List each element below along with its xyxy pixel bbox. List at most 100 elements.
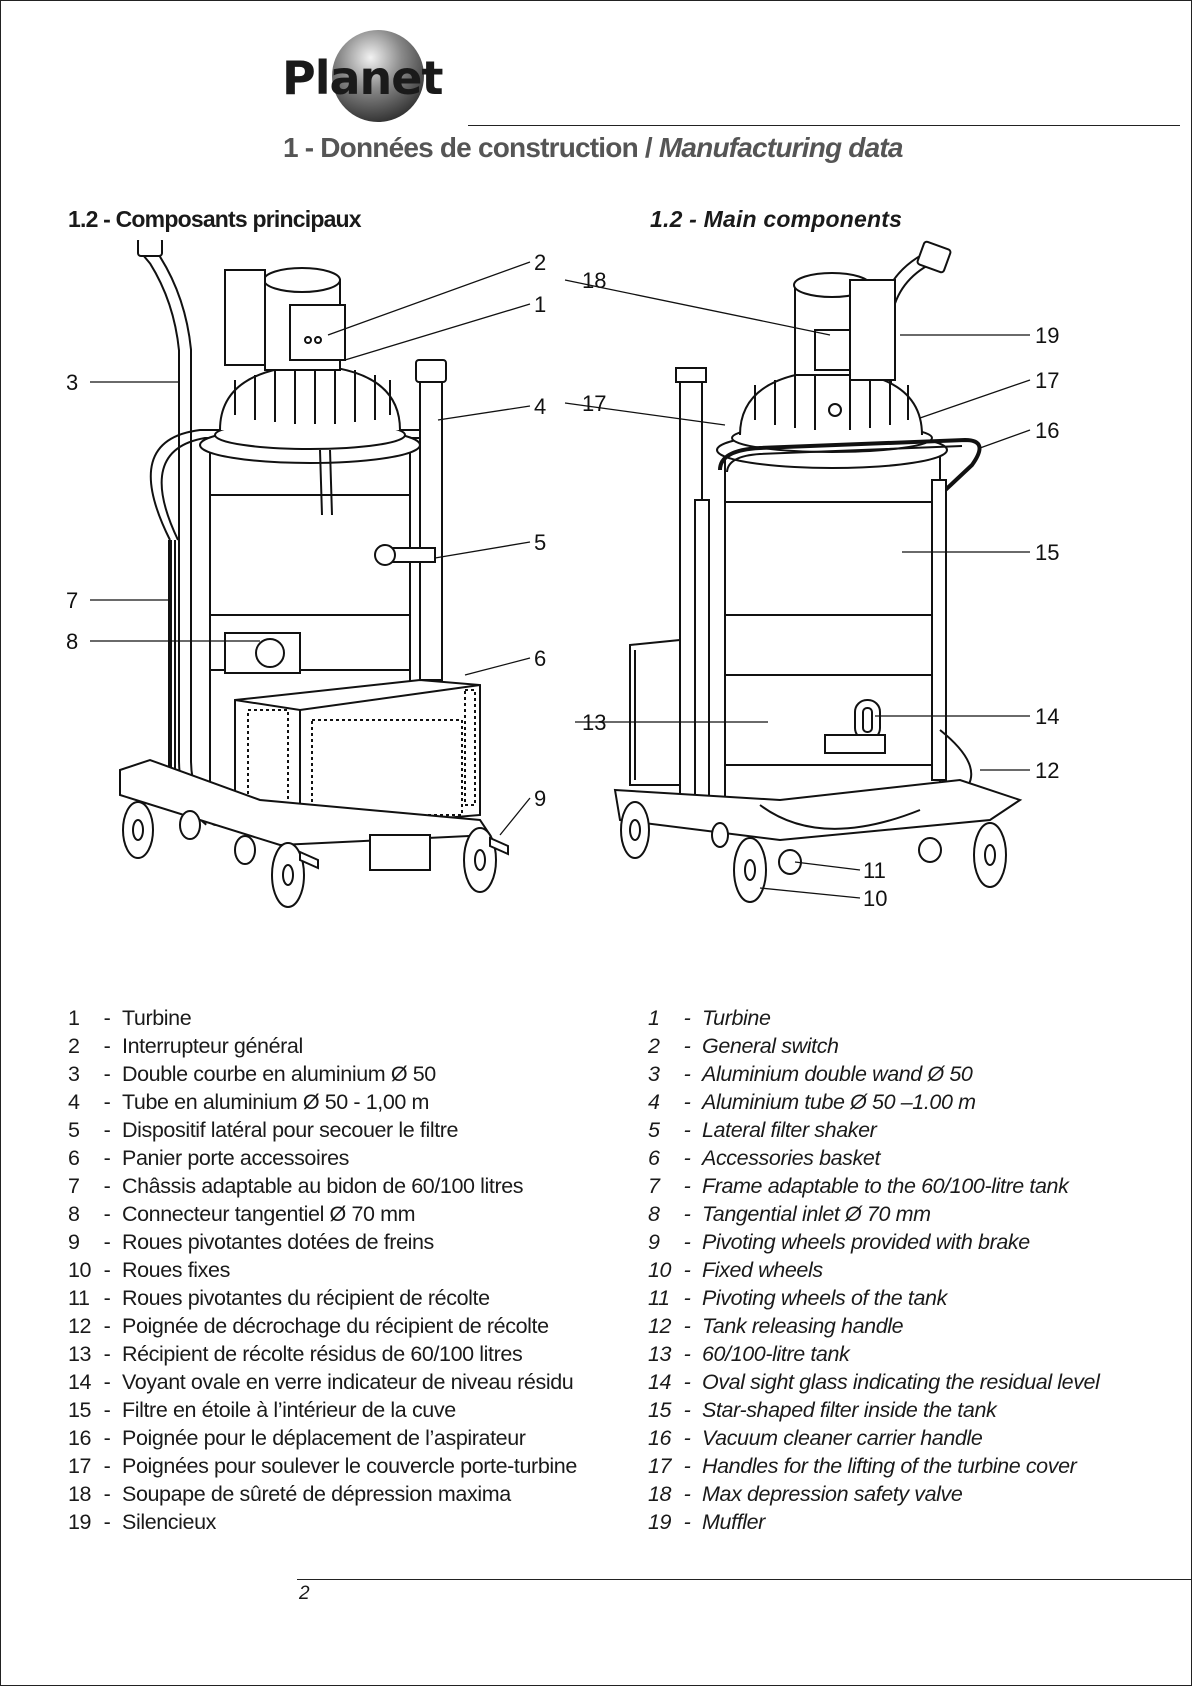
list-item: 16-Vacuum cleaner carrier handle: [648, 1424, 1100, 1452]
item-label: Interrupteur général: [122, 1034, 303, 1058]
item-number: 14: [648, 1370, 672, 1394]
item-label: Récipient de récolte résidus de 60/100 l…: [122, 1342, 523, 1366]
callout-13: 13: [582, 710, 606, 735]
list-item: 17-Handles for the lifting of the turbin…: [648, 1452, 1100, 1480]
item-number: 14: [68, 1370, 92, 1394]
item-number: 4: [68, 1090, 80, 1114]
item-separator: -: [683, 1174, 691, 1198]
item-number: 1: [648, 1006, 660, 1030]
item-separator: -: [103, 1202, 111, 1226]
item-label: Châssis adaptable au bidon de 60/100 lit…: [122, 1174, 524, 1198]
item-separator: -: [683, 1454, 691, 1478]
item-number: 16: [68, 1426, 92, 1450]
list-item: 7-Châssis adaptable au bidon de 60/100 l…: [68, 1172, 577, 1200]
item-number: 5: [648, 1118, 660, 1142]
item-label: Poignée pour le déplacement de l’aspirat…: [122, 1426, 526, 1450]
item-separator: -: [103, 1482, 111, 1506]
item-separator: -: [103, 1146, 111, 1170]
page-number: 2: [299, 1583, 310, 1604]
item-number: 10: [648, 1258, 672, 1282]
callout-11: 11: [863, 858, 886, 883]
list-item: 8-Tangential inlet Ø 70 mm: [648, 1200, 1100, 1228]
item-label: Roues fixes: [122, 1258, 230, 1282]
list-item: 18-Max depression safety valve: [648, 1480, 1100, 1508]
item-number: 12: [68, 1314, 92, 1338]
item-number: 7: [68, 1174, 80, 1198]
item-label: Lateral filter shaker: [702, 1118, 877, 1142]
list-item: 11-Pivoting wheels of the tank: [648, 1284, 1100, 1312]
item-number: 6: [68, 1146, 80, 1170]
item-separator: -: [683, 1146, 691, 1170]
item-number: 3: [68, 1062, 80, 1086]
item-label: Panier porte accessoires: [122, 1146, 350, 1170]
list-item: 16-Poignée pour le déplacement de l’aspi…: [68, 1424, 577, 1452]
list-item: 3-Aluminium double wand Ø 50: [648, 1060, 1100, 1088]
item-separator: -: [103, 1062, 111, 1086]
item-number: 11: [648, 1286, 670, 1310]
item-separator: -: [683, 1314, 691, 1338]
header-rule: [468, 125, 1180, 126]
list-item: 12-Tank releasing handle: [648, 1312, 1100, 1340]
item-label: Connecteur tangentiel Ø 70 mm: [122, 1202, 416, 1226]
list-item: 7-Frame adaptable to the 60/100-litre ta…: [648, 1172, 1100, 1200]
callout-17-left: 17: [582, 391, 606, 416]
item-label: Roues pivotantes du récipient de récolte: [122, 1286, 490, 1310]
item-label: Max depression safety valve: [702, 1482, 963, 1506]
item-number: 15: [648, 1398, 672, 1422]
callout-3: 3: [66, 370, 78, 395]
item-separator: -: [683, 1118, 691, 1142]
list-item: 9-Pivoting wheels provided with brake: [648, 1228, 1100, 1256]
section-title: 1 - Données de construction / Manufactur…: [283, 132, 903, 164]
item-label: Dispositif latéral pour secouer le filtr…: [122, 1118, 459, 1142]
list-item: 15-Filtre en étoile à l’intérieur de la …: [68, 1396, 577, 1424]
item-separator: -: [683, 1006, 691, 1030]
item-number: 8: [648, 1202, 660, 1226]
item-separator: -: [683, 1510, 691, 1534]
list-item: 1-Turbine: [68, 1004, 577, 1032]
item-number: 17: [648, 1454, 672, 1478]
callout-2: 2: [534, 250, 546, 275]
item-label: Silencieux: [122, 1510, 216, 1534]
item-separator: -: [683, 1398, 691, 1422]
item-separator: -: [103, 1286, 111, 1310]
list-item: 15-Star-shaped filter inside the tank: [648, 1396, 1100, 1424]
item-number: 3: [648, 1062, 660, 1086]
list-item: 13-Récipient de récolte résidus de 60/10…: [68, 1340, 577, 1368]
item-number: 18: [648, 1482, 672, 1506]
item-separator: -: [103, 1398, 111, 1422]
item-number: 8: [68, 1202, 80, 1226]
list-item: 4-Tube en aluminium Ø 50 - 1,00 m: [68, 1088, 577, 1116]
item-number: 19: [648, 1510, 672, 1534]
item-number: 5: [68, 1118, 80, 1142]
item-number: 16: [648, 1426, 672, 1450]
list-item: 12-Poignée de décrochage du récipient de…: [68, 1312, 577, 1340]
item-number: 9: [648, 1230, 660, 1254]
item-label: Poignée de décrochage du récipient de ré…: [122, 1314, 549, 1338]
item-label: Poignées pour soulever le couvercle port…: [122, 1454, 577, 1478]
list-item: 9-Roues pivotantes dotées de freins: [68, 1228, 577, 1256]
item-separator: -: [103, 1174, 111, 1198]
item-label: Turbine: [702, 1006, 771, 1030]
callout-7: 7: [66, 588, 78, 613]
item-number: 9: [68, 1230, 80, 1254]
list-item: 2-General switch: [648, 1032, 1100, 1060]
list-item: 17-Poignées pour soulever le couvercle p…: [68, 1452, 577, 1480]
item-number: 19: [68, 1510, 92, 1534]
callout-10: 10: [863, 886, 887, 911]
item-separator: -: [103, 1006, 111, 1030]
item-label: Oval sight glass indicating the residual…: [702, 1370, 1100, 1394]
list-item: 13-60/100-litre tank: [648, 1340, 1100, 1368]
list-item: 5-Dispositif latéral pour secouer le fil…: [68, 1116, 577, 1144]
item-label: Double courbe en aluminium Ø 50: [122, 1062, 436, 1086]
section-title-fr: 1 - Données de construction /: [283, 132, 659, 163]
list-item: 18-Soupape de sûreté de dépression maxim…: [68, 1480, 577, 1508]
item-number: 2: [648, 1034, 660, 1058]
list-item: 19-Muffler: [648, 1508, 1100, 1536]
planet-logo: Planet: [280, 28, 502, 138]
list-item: 4-Aluminium tube Ø 50 –1.00 m: [648, 1088, 1100, 1116]
callout-18: 18: [582, 268, 606, 293]
item-label: Muffler: [702, 1510, 765, 1534]
item-separator: -: [103, 1314, 111, 1338]
